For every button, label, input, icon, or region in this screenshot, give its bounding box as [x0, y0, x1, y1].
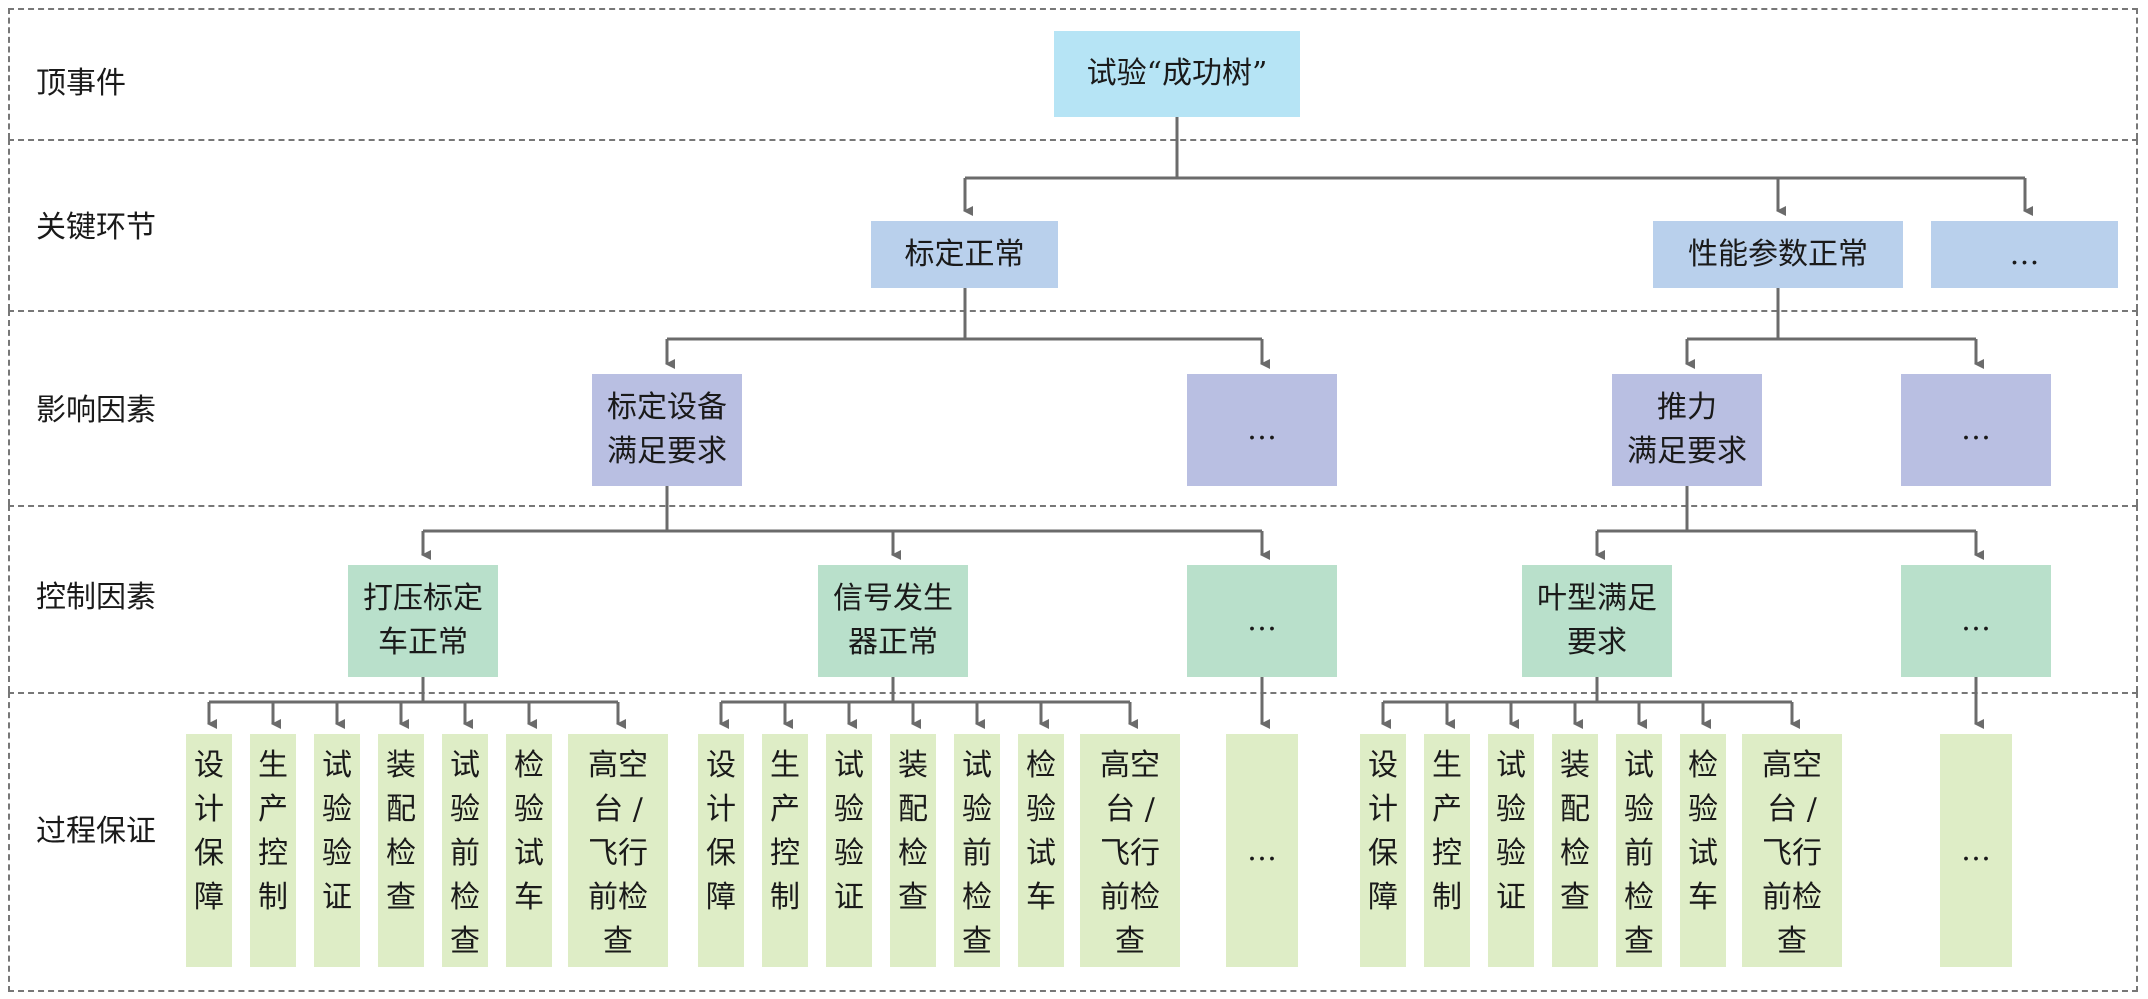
process-assembly-inspection: 装 配 检 查 — [1552, 734, 1598, 967]
control-more-b: … — [1901, 565, 2051, 677]
control-pressure-bench: 打压标定 车正常 — [348, 565, 498, 677]
process-production-control: 生 产 控 制 — [762, 734, 808, 967]
process-design-assurance: 设 计 保 障 — [186, 734, 232, 967]
row-label-process: 过程保证 — [36, 814, 156, 849]
process-altitude-preflight: 高空 台 / 飞行 前检 查 — [1742, 734, 1842, 967]
process-production-control: 生 产 控 制 — [1424, 734, 1470, 967]
row-band-top-event — [8, 8, 2138, 139]
process-test-verification: 试 验 验 证 — [1488, 734, 1534, 967]
process-more-a: … — [1226, 734, 1298, 967]
influence-more-a: … — [1187, 374, 1337, 486]
process-assembly-inspection: 装 配 检 查 — [378, 734, 424, 967]
influence-calibration-equipment: 标定设备 满足要求 — [592, 374, 742, 486]
process-inspection-run: 检 验 试 车 — [1018, 734, 1064, 967]
row-label-control: 控制因素 — [36, 580, 156, 615]
key-link-more: … — [1931, 221, 2118, 288]
influence-thrust: 推力 满足要求 — [1612, 374, 1762, 486]
row-band-control — [8, 505, 2138, 692]
process-design-assurance: 设 计 保 障 — [1360, 734, 1406, 967]
influence-more-b: … — [1901, 374, 2051, 486]
process-pretest-inspection: 试 验 前 检 查 — [954, 734, 1000, 967]
process-pretest-inspection: 试 验 前 检 查 — [442, 734, 488, 967]
row-label-top-event: 顶事件 — [36, 66, 126, 101]
process-altitude-preflight: 高空 台 / 飞行 前检 查 — [568, 734, 668, 967]
process-test-verification: 试 验 验 证 — [314, 734, 360, 967]
process-inspection-run: 检 验 试 车 — [1680, 734, 1726, 967]
process-more-b: … — [1940, 734, 2012, 967]
control-signal-generator: 信号发生 器正常 — [818, 565, 968, 677]
row-band-process — [8, 692, 2138, 992]
process-test-verification: 试 验 验 证 — [826, 734, 872, 967]
process-design-assurance: 设 计 保 障 — [698, 734, 744, 967]
row-band-key-links — [8, 139, 2138, 310]
control-more-a: … — [1187, 565, 1337, 677]
key-link-performance-normal: 性能参数正常 — [1653, 221, 1903, 288]
row-label-influence: 影响因素 — [36, 393, 156, 428]
control-blade-shape: 叶型满足 要求 — [1522, 565, 1672, 677]
process-altitude-preflight: 高空 台 / 飞行 前检 查 — [1080, 734, 1180, 967]
top-event-node: 试验“成功树” — [1054, 31, 1300, 117]
process-production-control: 生 产 控 制 — [250, 734, 296, 967]
row-band-influence — [8, 310, 2138, 505]
process-assembly-inspection: 装 配 检 查 — [890, 734, 936, 967]
process-pretest-inspection: 试 验 前 检 查 — [1616, 734, 1662, 967]
row-label-key-links: 关键环节 — [36, 210, 156, 245]
key-link-calibration-normal: 标定正常 — [871, 221, 1058, 288]
process-inspection-run: 检 验 试 车 — [506, 734, 552, 967]
